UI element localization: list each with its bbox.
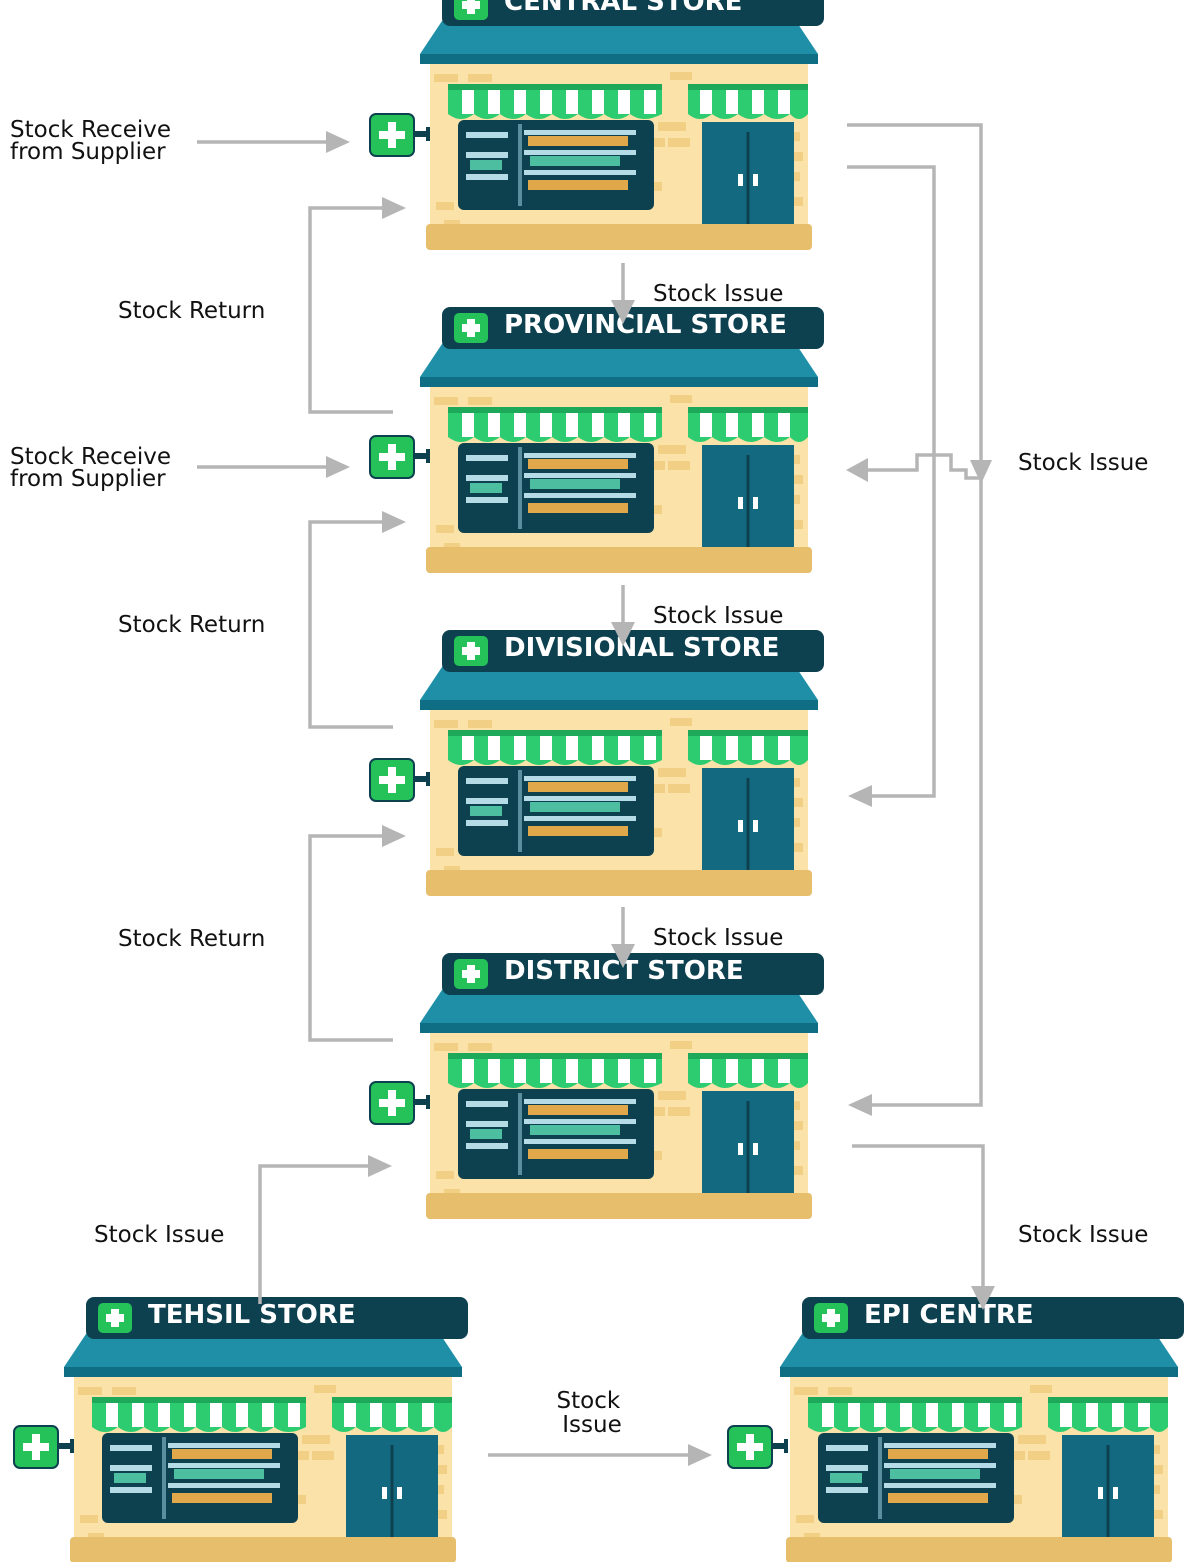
cross-sign-icon <box>369 1081 431 1125</box>
label-receive-central-line1: Stock Receive <box>10 117 171 143</box>
store-tehsil: TEHSIL STORE <box>62 1295 470 1562</box>
label-receive-central: Stock Receive from Supplier <box>10 117 178 165</box>
flow-arrows <box>197 123 995 1466</box>
label-issue-divisional-district: Stock Issue <box>653 925 783 951</box>
store-title-tehsil: TEHSIL STORE <box>148 1300 356 1330</box>
label-receive-provincial-line2: from Supplier <box>10 466 166 492</box>
store-provincial: PROVINCIAL STORE <box>418 305 826 575</box>
store-title-divisional: DIVISIONAL STORE <box>504 633 779 663</box>
label-receive-provincial: Stock Receive from Supplier <box>10 444 178 492</box>
label-issue-district-epi: Stock Issue <box>1018 1222 1148 1248</box>
label-return-1: Stock Return <box>118 298 265 324</box>
store-title-epi: EPI CENTRE <box>864 1300 1034 1330</box>
store-district: DISTRICT STORE <box>418 951 826 1221</box>
cross-sign-icon <box>369 113 431 157</box>
label-return-2: Stock Return <box>118 612 265 638</box>
label-receive-provincial-line1: Stock Receive <box>10 444 171 470</box>
label-issue-tehsil-district: Stock Issue <box>94 1222 224 1248</box>
label-receive-central-line2: from Supplier <box>10 139 166 165</box>
label-issue-tehsil-epi-line1: Stock <box>557 1388 621 1414</box>
label-issue-tehsil-epi: Stock Issue <box>557 1388 628 1438</box>
store-divisional: DIVISIONAL STORE <box>418 628 826 898</box>
cross-sign-icon <box>727 1425 789 1469</box>
store-central: CENTRAL STORE <box>418 0 826 252</box>
cross-sign-icon <box>13 1425 75 1469</box>
label-issue-provincial-divisional: Stock Issue <box>653 603 783 629</box>
cross-sign-icon <box>369 435 431 479</box>
store-title-central: CENTRAL STORE <box>504 0 742 17</box>
label-issue-central-provincial: Stock Issue <box>653 281 783 307</box>
cross-sign-icon <box>369 758 431 802</box>
label-issue-right-top: Stock Issue <box>1018 450 1148 476</box>
store-epi: EPI CENTRE <box>778 1295 1186 1562</box>
store-title-provincial: PROVINCIAL STORE <box>504 310 787 340</box>
label-issue-tehsil-epi-line2: Issue <box>562 1412 621 1438</box>
label-return-3: Stock Return <box>118 926 265 952</box>
